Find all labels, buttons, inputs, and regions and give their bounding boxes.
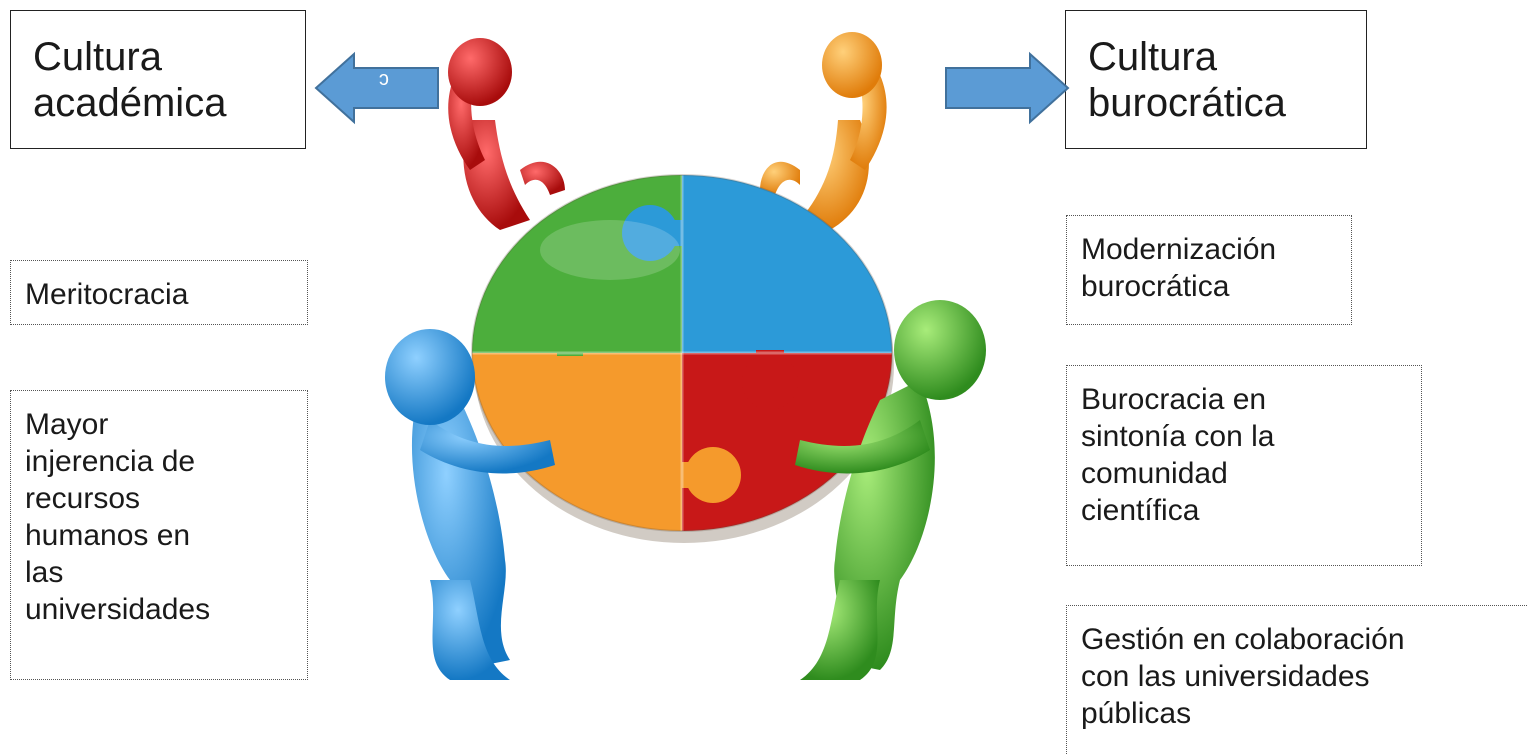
box-line: Gestión en colaboración [1081,623,1405,656]
box-line: con las universidades [1081,660,1370,693]
red-figure [448,38,565,230]
right-arrow-icon [945,51,1070,125]
bureaucratic-culture-title: Cultura burocrática [1065,10,1367,149]
box-line: Meritocracia [25,278,189,311]
box-line: humanos en [25,519,191,552]
gestion-box: Gestión en colaboración con las universi… [1066,605,1527,754]
box-line: públicas [1081,697,1192,730]
box-line: burocrática [1081,270,1230,303]
modernizacion-box: Modernización burocrática [1066,215,1352,325]
box-line: sintonía con la [1081,420,1275,453]
title-line: Cultura [1088,35,1217,79]
orange-figure [760,32,887,230]
box-line: las [25,556,64,589]
title-line: burocrática [1088,81,1286,125]
box-line: Mayor [25,408,109,441]
box-line: científica [1081,494,1200,527]
left-arrow-icon [314,51,439,125]
box-line: comunidad [1081,457,1228,490]
meritocracia-box: Meritocracia [10,260,308,325]
mayor-injerencia-box: Mayor injerencia de recursos humanos en … [10,390,308,680]
sintonia-box: Burocracia en sintonía con la comunidad … [1066,365,1422,566]
puzzle-team-illustration [385,32,986,680]
box-line: recursos [25,482,141,515]
academic-culture-title: Cultura académica [10,10,306,149]
title-line: académica [33,81,227,125]
green-figure [795,300,986,680]
box-line: universidades [25,593,211,626]
box-line: Burocracia en [1081,383,1267,416]
box-line: Modernización [1081,233,1277,266]
blue-figure [385,329,555,680]
title-line: Cultura [33,35,162,79]
box-line: injerencia de [25,445,196,478]
